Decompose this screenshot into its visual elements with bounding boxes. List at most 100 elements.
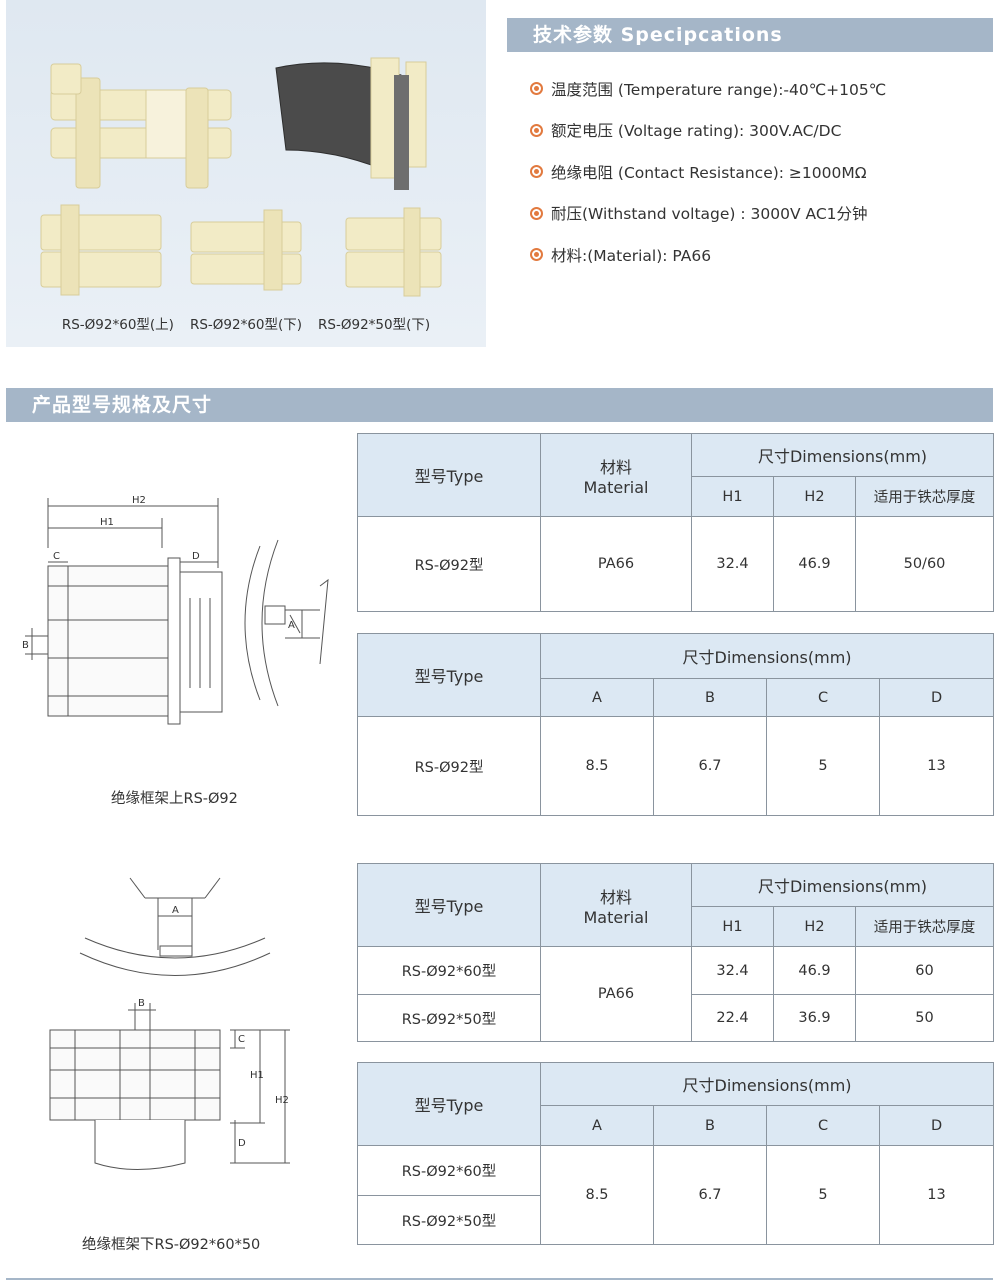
cell-h1: 22.4 [691,994,774,1042]
lower-frame-60b [190,209,302,291]
header-a: A [540,678,654,717]
dim-label-h1: H1 [100,517,114,528]
photo-caption-3: RS-Ø92*50型(下) [318,317,431,333]
curved-core-part [275,57,427,190]
cell-material: PA66 [540,516,692,612]
cell-core: 60 [854,946,995,995]
cell-d: 13 [878,716,995,816]
cell-c: 5 [766,1145,880,1245]
dim-label-h2: H2 [275,1095,289,1106]
dim-label-b: B [138,998,145,1009]
lower-frame-50 [345,207,442,297]
cell-material: PA66 [540,946,692,1042]
dim-label-a: A [288,620,295,631]
header-d: D [878,1105,995,1146]
spec-item: 温度范围 (Temperature range):-40℃+105℃ [530,68,886,110]
upper-frame-drawing: H2 H1 C D B A [22,495,329,725]
header-dimensions: 尺寸Dimensions(mm) [690,433,995,477]
dim-label-b: B [22,640,29,651]
header-c: C [766,678,880,717]
cell-b: 6.7 [653,1145,767,1245]
cell-a: 8.5 [540,716,654,816]
cell-model: RS-Ø92*50型 [357,994,541,1042]
dim-label-d: D [192,551,200,562]
cell-h2: 36.9 [773,994,856,1042]
cell-c: 5 [766,716,880,816]
dim-label-c: C [238,1034,245,1045]
cell-h2: 46.9 [773,516,856,612]
photo-caption-2: RS-Ø92*60型(下) [189,317,303,333]
header-h1: H1 [691,476,774,517]
bullet-icon [530,206,543,220]
cell-h1: 32.4 [691,946,774,995]
header-type: 型号Type [357,633,541,717]
bullet-icon [530,165,543,179]
photo-caption-1: RS-Ø92*60型(上) [61,317,174,333]
upper-frame-part [50,63,232,189]
header-dimensions: 尺寸Dimensions(mm) [539,1062,995,1106]
lower-frame-drawing: A B C H1 H2 D [49,877,290,1170]
table-row: RS-Ø92型 8.5 6.7 5 13 [357,716,995,816]
header-type: 型号Type [357,1062,541,1146]
header-b: B [653,1105,767,1146]
header-b: B [653,678,767,717]
lower-frame-caption: 绝缘框架下RS-Ø92*60*50 [82,1237,261,1253]
spec-item: 绝缘电阻 (Contact Resistance): ≥1000MΩ [530,151,886,193]
product-header: 产品型号规格及尺寸 [6,388,993,422]
spec-list: 温度范围 (Temperature range):-40℃+105℃ 额定电压 … [530,68,886,276]
product-photo [40,57,442,297]
spec-item: 材料:(Material): PA66 [530,234,886,276]
spec-item: 额定电压 (Voltage rating): 300V.AC/DC [530,110,886,152]
header-core: 适用于铁芯厚度 [854,476,995,517]
bullet-icon [530,82,543,96]
header-dimensions: 尺寸Dimensions(mm) [690,863,995,907]
header-h2: H2 [773,476,856,517]
header-core: 适用于铁芯厚度 [854,906,995,947]
dim-label-h2: H2 [132,495,146,506]
table-row: RS-Ø92*60型 8.5 6.7 5 13 [357,1145,995,1245]
product-photo-panel: RS-Ø92*60型(上) RS-Ø92*60型(下) RS-Ø92*50型(下… [6,0,486,347]
bullet-icon [530,123,543,137]
cell-model: RS-Ø92*60型 [357,1145,541,1196]
header-dimensions: 尺寸Dimensions(mm) [539,633,995,679]
cell-model: RS-Ø92型 [357,716,541,816]
header-type: 型号Type [357,863,541,947]
cell-model: RS-Ø92*50型 [357,1195,541,1245]
photo-captions: RS-Ø92*60型(上) RS-Ø92*60型(下) RS-Ø92*50型(下… [6,313,486,333]
bullet-icon [530,248,543,262]
spec-header: 技术参数 Specipcations [507,18,993,52]
cell-a: 8.5 [540,1145,654,1245]
cell-h1: 32.4 [691,516,774,612]
dim-label-h1: H1 [250,1070,264,1081]
bottom-divider [6,1278,993,1280]
header-type: 型号Type [357,433,541,517]
dim-label-d: D [238,1138,246,1149]
upper-frame-caption: 绝缘框架上RS-Ø92 [111,791,238,807]
lower-frame-60 [40,204,162,296]
header-h1: H1 [691,906,774,947]
upper-dimension-table-2: 型号Type 尺寸Dimensions(mm) A B C D RS-Ø92型 … [357,633,995,816]
cell-model: RS-Ø92*60型 [357,946,541,995]
table-row: RS-Ø92*50型 22.4 36.9 50 [357,994,995,1042]
header-d: D [878,678,995,717]
cell-model: RS-Ø92型 [357,516,541,612]
cell-d: 13 [878,1145,995,1245]
cell-core: 50/60 [854,516,995,612]
lower-dimension-table-2: 型号Type 尺寸Dimensions(mm) A B C D RS-Ø92*6… [357,1062,995,1245]
dim-label-c: C [53,551,60,562]
spec-item: 耐压(Withstand voltage) : 3000V AC1分钟 [530,193,886,235]
table-row: RS-Ø92型 PA66 32.4 46.9 50/60 [357,516,995,612]
header-c: C [766,1105,880,1146]
cell-b: 6.7 [653,716,767,816]
header-a: A [540,1105,654,1146]
table-row: RS-Ø92*50型 [357,1195,994,1245]
cell-core: 50 [854,994,995,1042]
header-h2: H2 [773,906,856,947]
cell-h2: 46.9 [773,946,856,995]
dim-label-a: A [172,905,179,916]
table-row: RS-Ø92*60型 PA66 32.4 46.9 60 [357,946,995,1042]
